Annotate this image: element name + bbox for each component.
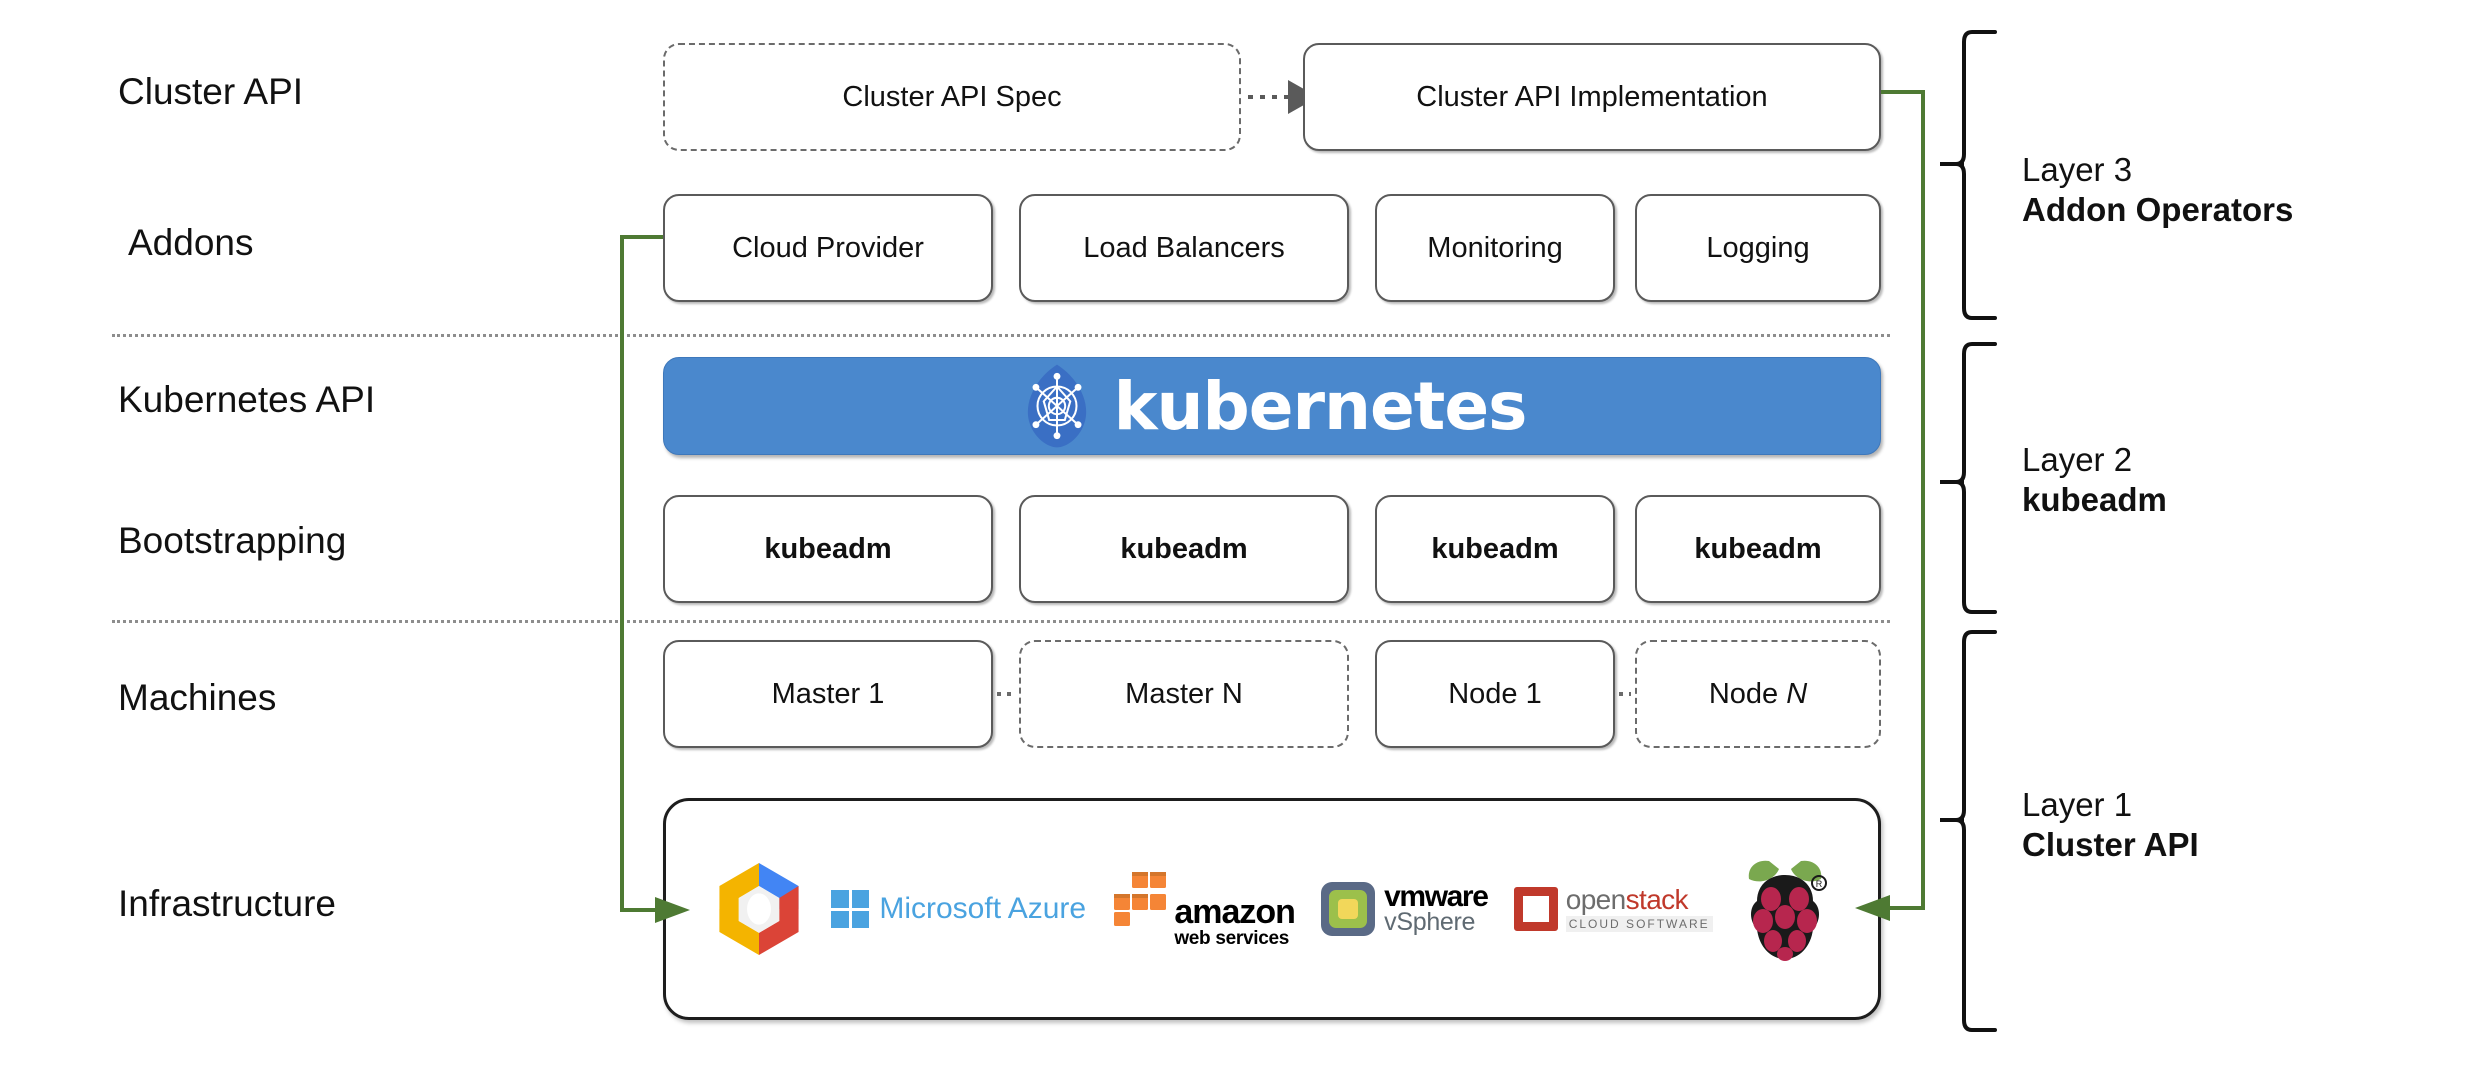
cluster-api-spec-label: Cluster API Spec [842, 80, 1062, 113]
aws-boxes-icon [1114, 872, 1167, 926]
band-separator-upper [112, 334, 1890, 337]
addon-box-load-balancers[interactable]: Load Balancers [1019, 194, 1349, 302]
amazon-web-services-logo: amazon web services [1112, 868, 1296, 950]
infrastructure-box[interactable]: Microsoft Azure [663, 798, 1881, 1020]
cluster-api-implementation-label: Cluster API Implementation [1416, 80, 1768, 113]
addon-label: Cloud Provider [732, 231, 924, 264]
machine-label: Master N [1125, 677, 1243, 710]
layer-2-label: Layer 2 kubeadm [2022, 440, 2167, 520]
row-label-bootstrapping: Bootstrapping [118, 520, 347, 561]
machine-label: Master 1 [771, 677, 885, 710]
layer-1-label: Layer 1 Cluster API [2022, 785, 2199, 865]
openstack-wordmark-stack: stack [1625, 884, 1689, 915]
bootstrap-box-3[interactable]: kubeadm [1375, 495, 1615, 603]
google-cloud-platform-icon [713, 861, 805, 957]
openstack-cube-icon [1513, 887, 1558, 931]
addon-box-logging[interactable]: Logging [1635, 194, 1881, 302]
kubernetes-logo-icon [1027, 364, 1086, 448]
layer-3-label: Layer 3 Addon Operators [2022, 150, 2293, 230]
bootstrap-label: kubeadm [764, 532, 892, 565]
microsoft-azure-logo: Microsoft Azure [831, 890, 1086, 928]
bootstrap-label: kubeadm [1694, 532, 1822, 565]
cluster-api-spec-box[interactable]: Cluster API Spec [663, 43, 1241, 151]
bootstrap-label: kubeadm [1120, 532, 1248, 565]
amazon-wordmark: amazon [1174, 892, 1296, 931]
raspberry-pi-icon: R [1739, 855, 1831, 963]
addon-label: Load Balancers [1083, 231, 1285, 264]
cluster-api-implementation-box[interactable]: Cluster API Implementation [1303, 43, 1881, 151]
row-label-machines: Machines [118, 677, 277, 718]
bootstrap-label: kubeadm [1431, 532, 1559, 565]
machine-box-node-1[interactable]: Node 1 [1375, 640, 1615, 748]
machine-box-master-n[interactable]: Master N [1019, 640, 1349, 748]
kubernetes-wordmark: kubernetes [1113, 367, 1528, 445]
vmware-wordmark: vmware [1384, 879, 1489, 913]
bootstrap-box-2[interactable]: kubeadm [1019, 495, 1349, 603]
addon-box-cloud-provider[interactable]: Cloud Provider [663, 194, 993, 302]
windows-icon [831, 890, 870, 928]
azure-wordmark: Microsoft Azure [879, 892, 1087, 925]
machine-label: Node N [1708, 677, 1808, 710]
vsphere-icon [1321, 882, 1376, 936]
vsphere-subtitle: vSphere [1384, 908, 1476, 937]
band-separator-lower [112, 620, 1890, 623]
addon-label: Monitoring [1427, 231, 1563, 264]
addon-label: Logging [1706, 231, 1810, 264]
bootstrap-box-4[interactable]: kubeadm [1635, 495, 1881, 603]
machine-box-master-1[interactable]: Master 1 [663, 640, 993, 748]
openstack-wordmark-open: open [1565, 884, 1626, 915]
row-label-infrastructure: Infrastructure [118, 883, 336, 924]
layer-1-line2: Cluster API [2022, 826, 2199, 863]
layer-2-line1: Layer 2 [2022, 441, 2133, 478]
vmware-vsphere-logo: vmware vSphere [1321, 879, 1489, 937]
bootstrap-box-1[interactable]: kubeadm [663, 495, 993, 603]
layer-1-line1: Layer 1 [2022, 786, 2133, 823]
row-label-kubernetes-api: Kubernetes API [118, 379, 376, 420]
kubernetes-banner[interactable]: kubernetes [663, 357, 1881, 455]
openstack-logo: openstack CLOUD SOFTWARE [1513, 884, 1713, 932]
layer-3-line2: Addon Operators [2022, 191, 2294, 228]
layer-2-line2: kubeadm [2022, 481, 2167, 518]
row-label-addons: Addons [128, 222, 254, 263]
svg-text:R: R [1816, 879, 1823, 889]
layer-3-line1: Layer 3 [2022, 151, 2133, 188]
aws-subtitle: web services [1174, 928, 1290, 949]
addon-box-monitoring[interactable]: Monitoring [1375, 194, 1615, 302]
machine-label: Node 1 [1448, 677, 1542, 710]
openstack-subtitle: CLOUD SOFTWARE [1565, 916, 1713, 932]
machine-box-node-n[interactable]: Node N [1635, 640, 1881, 748]
row-label-cluster-api: Cluster API [118, 71, 304, 112]
